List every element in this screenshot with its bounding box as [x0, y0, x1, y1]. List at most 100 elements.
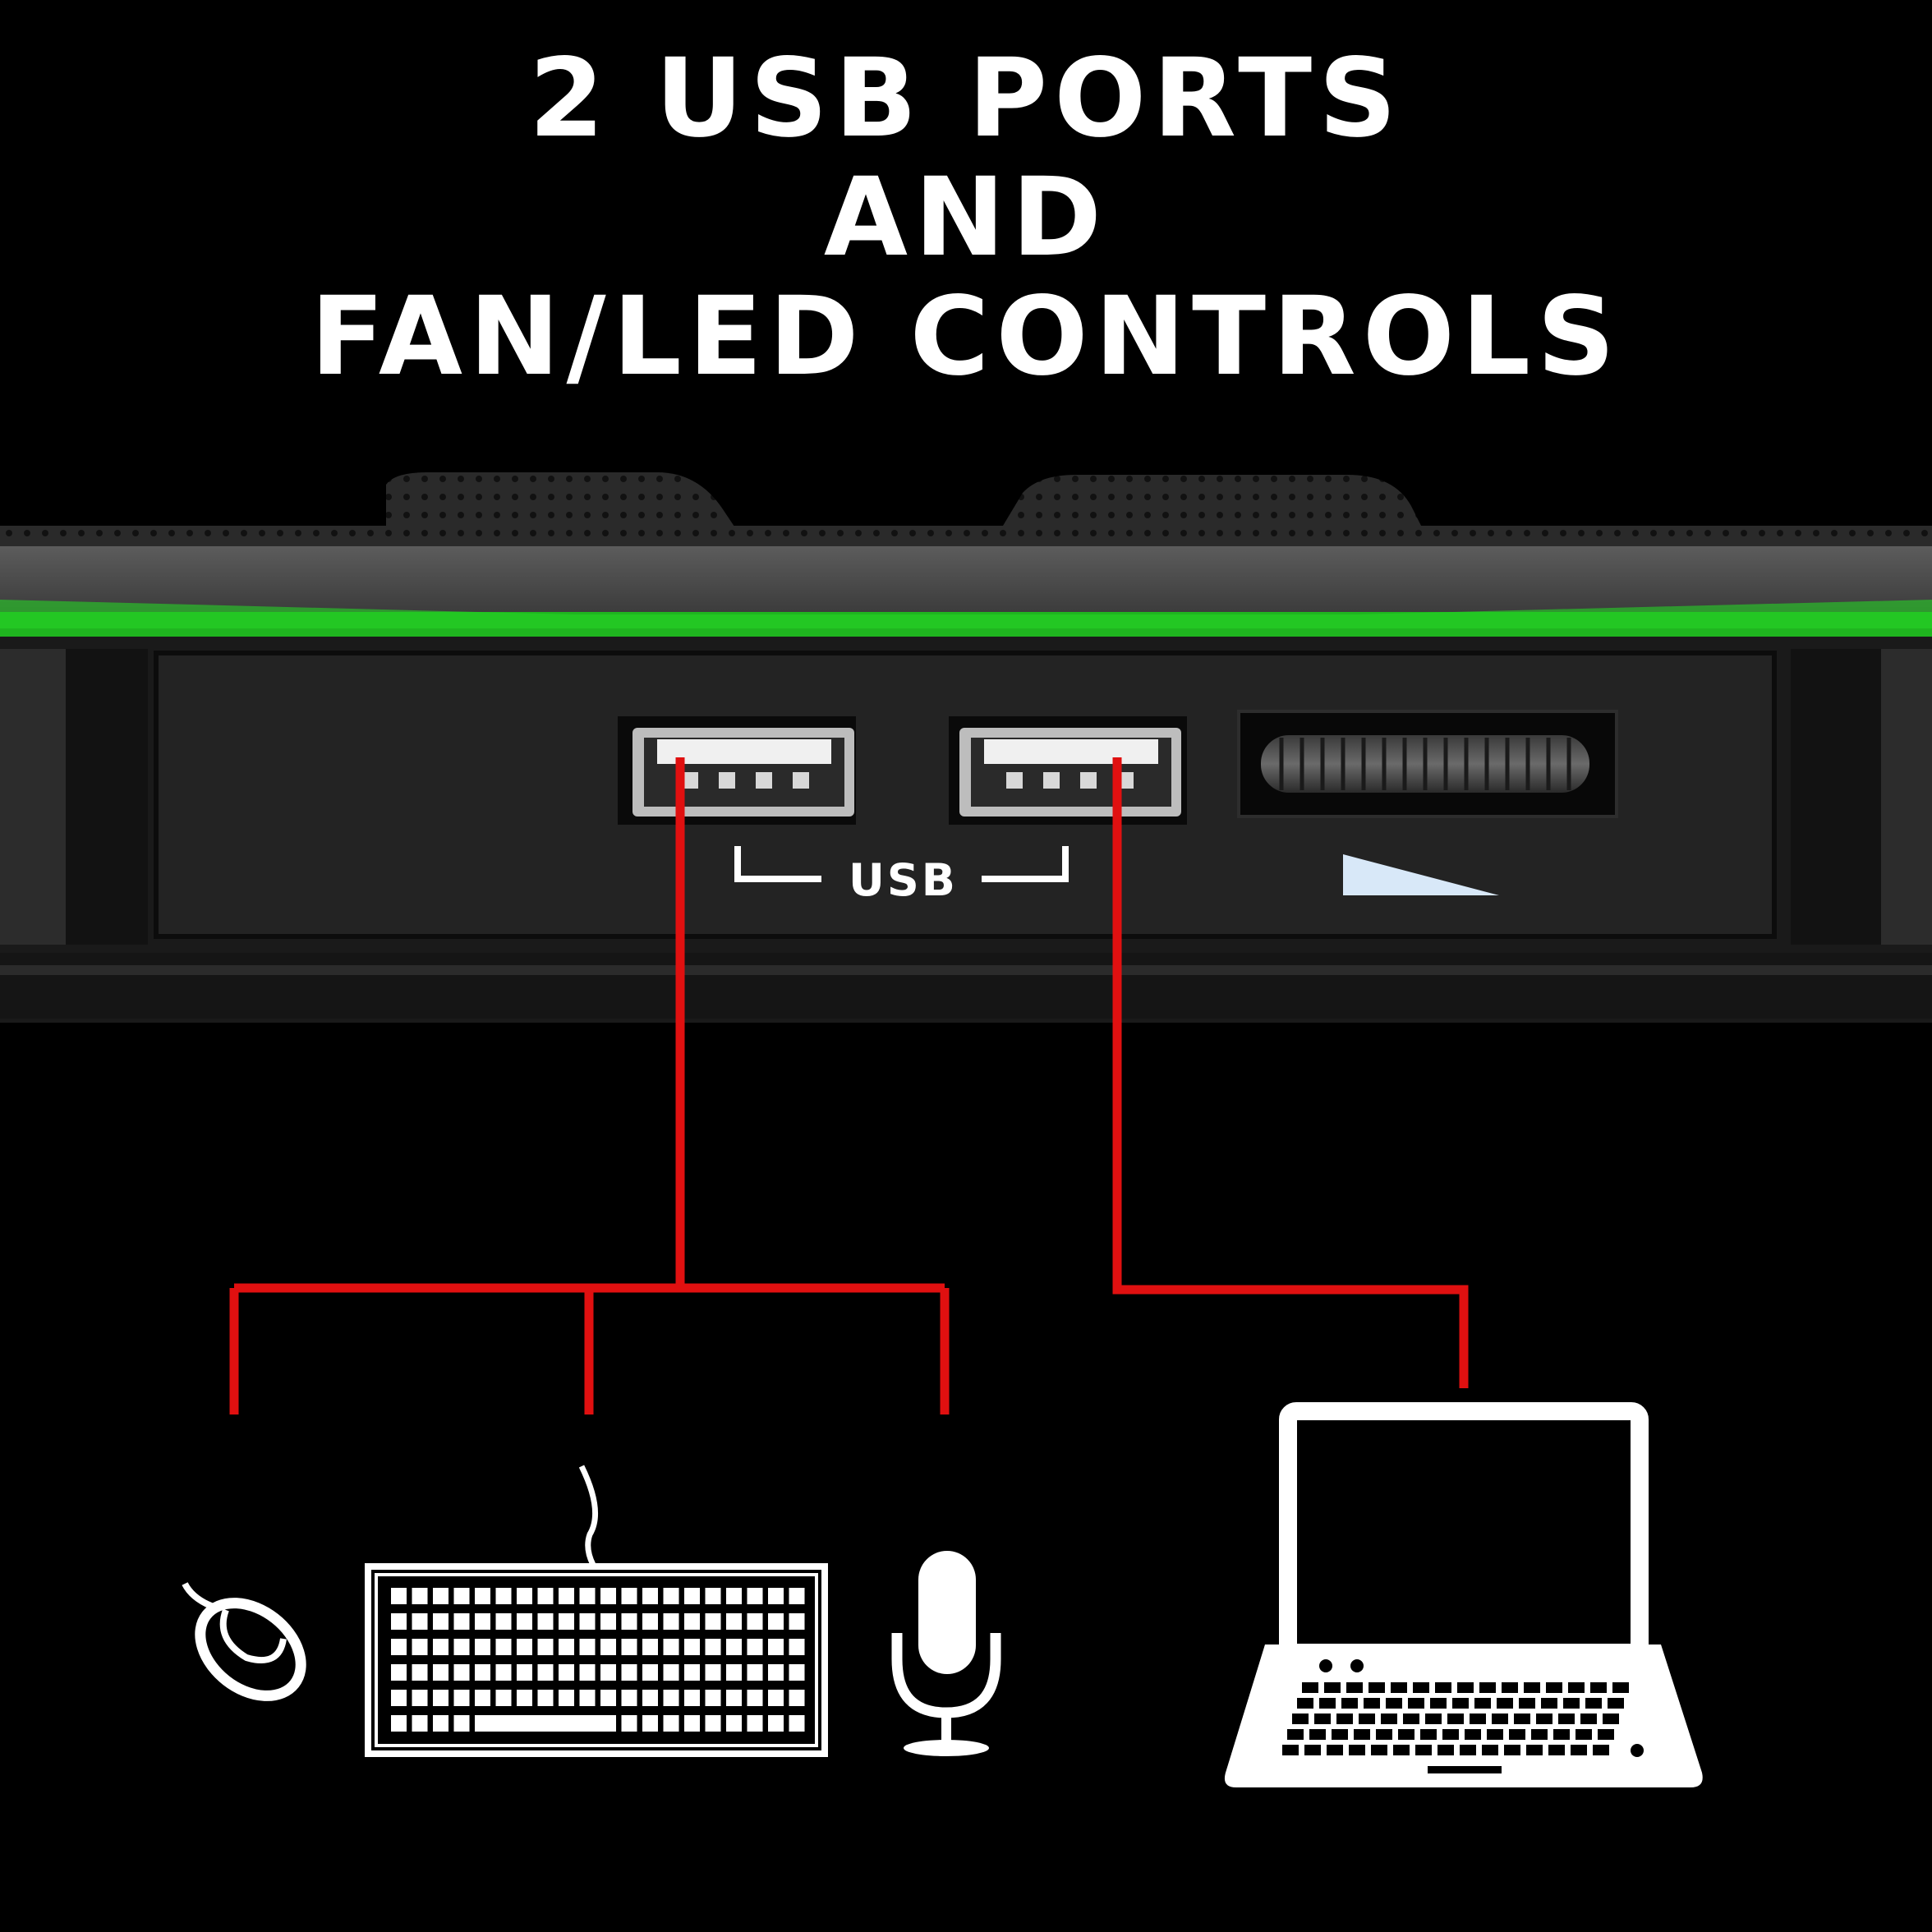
- keyboard-key: [579, 1690, 596, 1706]
- laptop-key: [1319, 1698, 1336, 1709]
- keyboard-key: [517, 1613, 532, 1630]
- laptop-key: [1598, 1729, 1614, 1740]
- keyboard-key: [642, 1715, 658, 1732]
- laptop-key: [1553, 1729, 1570, 1740]
- laptop-key: [1371, 1745, 1387, 1755]
- laptop-key: [1302, 1682, 1318, 1693]
- keyboard-key: [495, 1690, 512, 1706]
- keyboard-key: [391, 1690, 407, 1706]
- laptop-key: [1403, 1714, 1419, 1724]
- laptop-key: [1438, 1745, 1454, 1755]
- keyboard-key: [600, 1588, 616, 1604]
- keyboard-key: [559, 1639, 574, 1655]
- laptop-key: [1413, 1682, 1429, 1693]
- laptop-key: [1282, 1745, 1299, 1755]
- laptop-key: [1430, 1698, 1447, 1709]
- keyboard-key: [663, 1588, 679, 1604]
- keyboard-key: [726, 1664, 742, 1681]
- keyboard-key: [747, 1588, 763, 1604]
- keyboard-key: [621, 1664, 637, 1681]
- keyboard-key: [768, 1613, 784, 1630]
- laptop-key: [1327, 1745, 1343, 1755]
- keyboard-key: [412, 1639, 428, 1655]
- usb-port-2[interactable]: [949, 716, 1187, 825]
- keyboard-spacebar: [475, 1715, 614, 1732]
- laptop-key: [1571, 1745, 1587, 1755]
- keyboard-key: [475, 1613, 490, 1630]
- keyboard-key: [642, 1588, 658, 1604]
- keyboard-key: [453, 1588, 470, 1604]
- keyboard-key: [559, 1664, 574, 1681]
- laptop-key: [1470, 1714, 1486, 1724]
- keyboard-key: [789, 1664, 805, 1681]
- cooling-pad: [0, 472, 1932, 1023]
- laptop-key: [1563, 1698, 1580, 1709]
- laptop-key: [1309, 1729, 1326, 1740]
- keyboard-key: [726, 1639, 742, 1655]
- laptop-key: [1457, 1682, 1474, 1693]
- keyboard-key: [412, 1588, 428, 1604]
- laptop-key: [1526, 1745, 1543, 1755]
- laptop-key: [1524, 1682, 1540, 1693]
- laptop-key: [1346, 1682, 1363, 1693]
- laptop-key: [1364, 1698, 1380, 1709]
- laptop-key: [1442, 1729, 1459, 1740]
- keyboard-key: [391, 1588, 407, 1604]
- keyboard-key: [768, 1715, 784, 1732]
- keyboard-key: [433, 1664, 448, 1681]
- laptop-key: [1447, 1714, 1464, 1724]
- keyboard-key: [789, 1715, 805, 1732]
- keyboard-key: [537, 1690, 554, 1706]
- mouse-icon: [182, 1582, 306, 1701]
- keyboard-key: [559, 1613, 574, 1630]
- keyboard-key: [475, 1639, 490, 1655]
- keyboard-key: [495, 1588, 512, 1604]
- connector-lines: [229, 757, 1469, 1414]
- laptop-key: [1492, 1714, 1508, 1724]
- headline-line-3: FAN/LED CONTROLS: [310, 274, 1622, 400]
- laptop-key: [1408, 1698, 1424, 1709]
- usb-port-1[interactable]: [618, 716, 856, 825]
- keyboard-key: [789, 1613, 805, 1630]
- keyboard-key: [663, 1639, 679, 1655]
- keyboard-key: [495, 1664, 512, 1681]
- keyboard-key: [663, 1690, 679, 1706]
- laptop-key: [1479, 1682, 1496, 1693]
- laptop-key: [1608, 1698, 1624, 1709]
- laptop-key: [1487, 1729, 1503, 1740]
- keyboard-key: [495, 1613, 512, 1630]
- laptop-key: [1514, 1714, 1530, 1724]
- laptop-key: [1287, 1729, 1304, 1740]
- keyboard-key: [579, 1588, 596, 1604]
- keyboard-key: [579, 1639, 596, 1655]
- laptop-key: [1415, 1745, 1432, 1755]
- laptop-key: [1497, 1698, 1513, 1709]
- keyboard-key: [768, 1639, 784, 1655]
- keyboard-key: [684, 1588, 700, 1604]
- fan-speed-dial[interactable]: [1237, 710, 1618, 818]
- laptop-key: [1482, 1745, 1498, 1755]
- keyboard-key: [475, 1690, 490, 1706]
- keyboard-key: [600, 1639, 616, 1655]
- keyboard-key: [621, 1639, 637, 1655]
- keyboard-key: [517, 1588, 532, 1604]
- keyboard-key: [747, 1715, 763, 1732]
- keyboard-key: [705, 1664, 721, 1681]
- keyboard-key: [768, 1690, 784, 1706]
- keyboard-key: [642, 1613, 658, 1630]
- laptop-key: [1576, 1729, 1592, 1740]
- keyboard-key: [705, 1613, 721, 1630]
- laptop-key: [1398, 1729, 1414, 1740]
- keyboard-key: [663, 1715, 679, 1732]
- usb-port-label: USB: [849, 854, 958, 906]
- keyboard-key: [789, 1588, 805, 1604]
- laptop-key: [1435, 1682, 1451, 1693]
- keyboard-key: [600, 1613, 616, 1630]
- keyboard-key: [433, 1715, 448, 1732]
- keyboard-key: [453, 1613, 470, 1630]
- keyboard-key: [642, 1664, 658, 1681]
- keyboard-key: [747, 1613, 763, 1630]
- keyboard-key: [621, 1690, 637, 1706]
- keyboard-key: [768, 1664, 784, 1681]
- laptop-key: [1297, 1698, 1313, 1709]
